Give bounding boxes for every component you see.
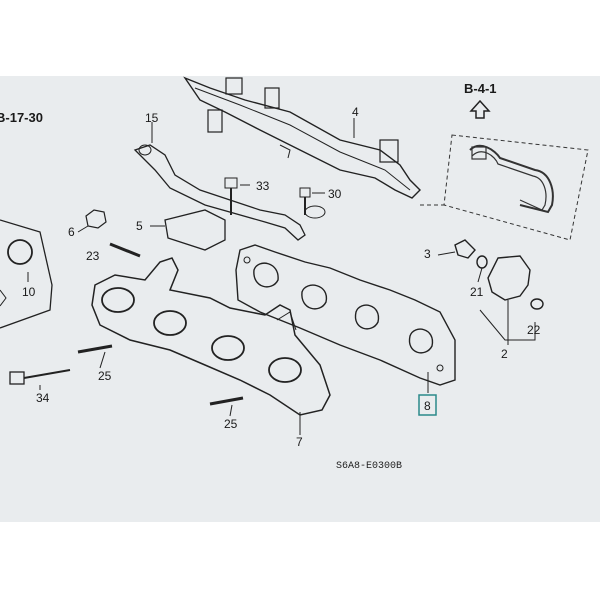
label-part-4[interactable]: 4: [352, 105, 359, 119]
label-part-34[interactable]: 34: [36, 391, 50, 405]
label-part-33[interactable]: 33: [256, 179, 270, 193]
clip-3: [437, 239, 476, 259]
label-part-23[interactable]: 23: [86, 249, 100, 263]
bolt-30: [299, 187, 326, 219]
label-part-8-box[interactable]: 8: [418, 394, 437, 416]
stud-23: [109, 242, 141, 258]
flange-10: [0, 219, 53, 329]
label-part-7[interactable]: 7: [296, 435, 303, 449]
label-part-30[interactable]: 30: [328, 187, 342, 201]
bolt-34: [9, 369, 71, 390]
stud-25-lower: [209, 396, 244, 417]
ref-arrow-icon: [469, 99, 491, 119]
label-part-8[interactable]: 8: [424, 399, 431, 413]
bracket-15: [133, 122, 306, 241]
label-part-22[interactable]: 22: [527, 323, 541, 337]
insulator-5: [150, 209, 226, 251]
o-ring-22: [530, 298, 544, 310]
injector-2: [479, 255, 536, 345]
o-ring-21: [476, 255, 488, 283]
label-part-3[interactable]: 3: [424, 247, 431, 261]
drawing-code: S6A8-E0300B: [336, 461, 402, 472]
label-part-5[interactable]: 5: [136, 219, 143, 233]
label-part-15[interactable]: 15: [145, 111, 159, 125]
nut-6: [77, 209, 107, 233]
bolt-33: [224, 177, 250, 215]
gasket-8: [235, 244, 456, 393]
inset-dashed-box: [420, 134, 589, 241]
stud-25-left: [77, 344, 113, 369]
intake-manifold: [91, 257, 331, 435]
ref-left-label[interactable]: B-17-30: [0, 110, 43, 125]
fuel-rail: [183, 76, 421, 199]
label-part-10[interactable]: 10: [22, 285, 36, 299]
label-part-25-left[interactable]: 25: [98, 369, 112, 383]
label-part-2[interactable]: 2: [501, 347, 508, 361]
label-part-25-lower[interactable]: 25: [224, 417, 238, 431]
label-part-6[interactable]: 6: [68, 225, 75, 239]
ref-top-right-label[interactable]: B-4-1: [464, 81, 497, 96]
label-part-21[interactable]: 21: [470, 285, 484, 299]
